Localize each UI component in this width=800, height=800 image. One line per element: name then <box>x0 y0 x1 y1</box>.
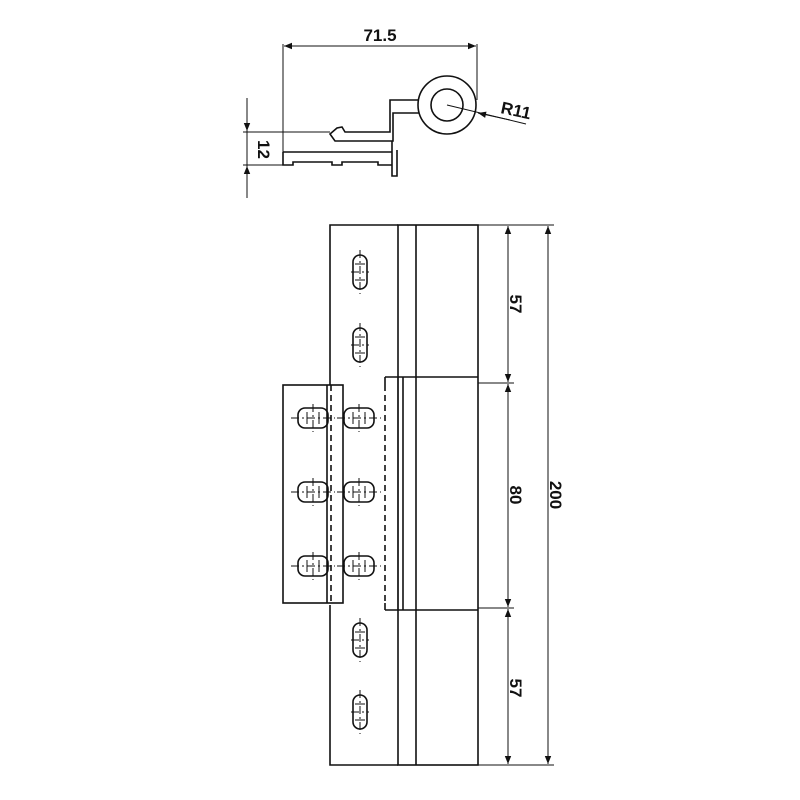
slots <box>291 250 381 734</box>
profile-view: 71.5 R11 12 <box>243 26 533 198</box>
total-height-label: 200 <box>546 481 565 509</box>
frame-leaf-outline <box>329 224 398 766</box>
knuckle-inner <box>430 88 464 122</box>
knuckle-outer <box>417 75 477 135</box>
upper-segment-label: 57 <box>506 295 525 314</box>
door-leaf <box>282 384 344 604</box>
thickness-label: 12 <box>254 140 273 159</box>
middle-segment-label: 80 <box>506 486 525 505</box>
front-view: 57 80 57 200 <box>282 224 565 766</box>
profile-upper-arm <box>328 99 419 142</box>
dimension-width-label: 71.5 <box>363 26 396 45</box>
lower-segment-label: 57 <box>506 679 525 698</box>
knuckle-outline <box>397 224 479 766</box>
profile-lower-flange <box>282 141 398 177</box>
radius-label: R11 <box>499 98 533 123</box>
middle-knuckle <box>384 376 478 611</box>
